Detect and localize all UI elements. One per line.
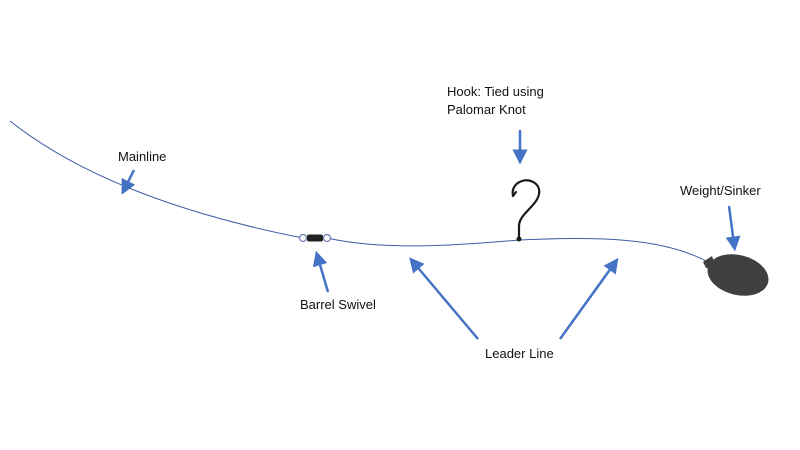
mainline-label: Mainline	[118, 149, 167, 164]
hook-label: Hook: Tied using Palomar Knot	[447, 83, 544, 119]
hook-eye	[516, 236, 522, 242]
weight-label: Weight/Sinker	[680, 183, 761, 198]
sinker-body	[707, 254, 769, 296]
barrel-swivel-icon	[298, 233, 332, 243]
weight-arrow	[725, 205, 741, 252]
mainline-path	[9, 120, 304, 239]
leader-label: Leader Line	[485, 346, 554, 361]
fish-hook-icon	[511, 179, 541, 242]
hook-label-line2: Palomar Knot	[447, 102, 526, 117]
swivel-ring-left	[298, 233, 308, 243]
leader-arrow-right	[558, 257, 619, 340]
leader-arrow-left	[409, 257, 479, 340]
swivel-barrel	[307, 234, 323, 242]
sinker-weight-icon	[703, 254, 769, 296]
hook-label-line1: Hook: Tied using	[447, 84, 544, 99]
hook-shape	[511, 179, 541, 241]
swivel-ring-right	[322, 233, 332, 243]
swivel-arrow	[312, 250, 330, 293]
leader-line-path	[326, 237, 709, 263]
swivel-label: Barrel Swivel	[300, 297, 376, 312]
mainline-arrow	[121, 169, 136, 195]
